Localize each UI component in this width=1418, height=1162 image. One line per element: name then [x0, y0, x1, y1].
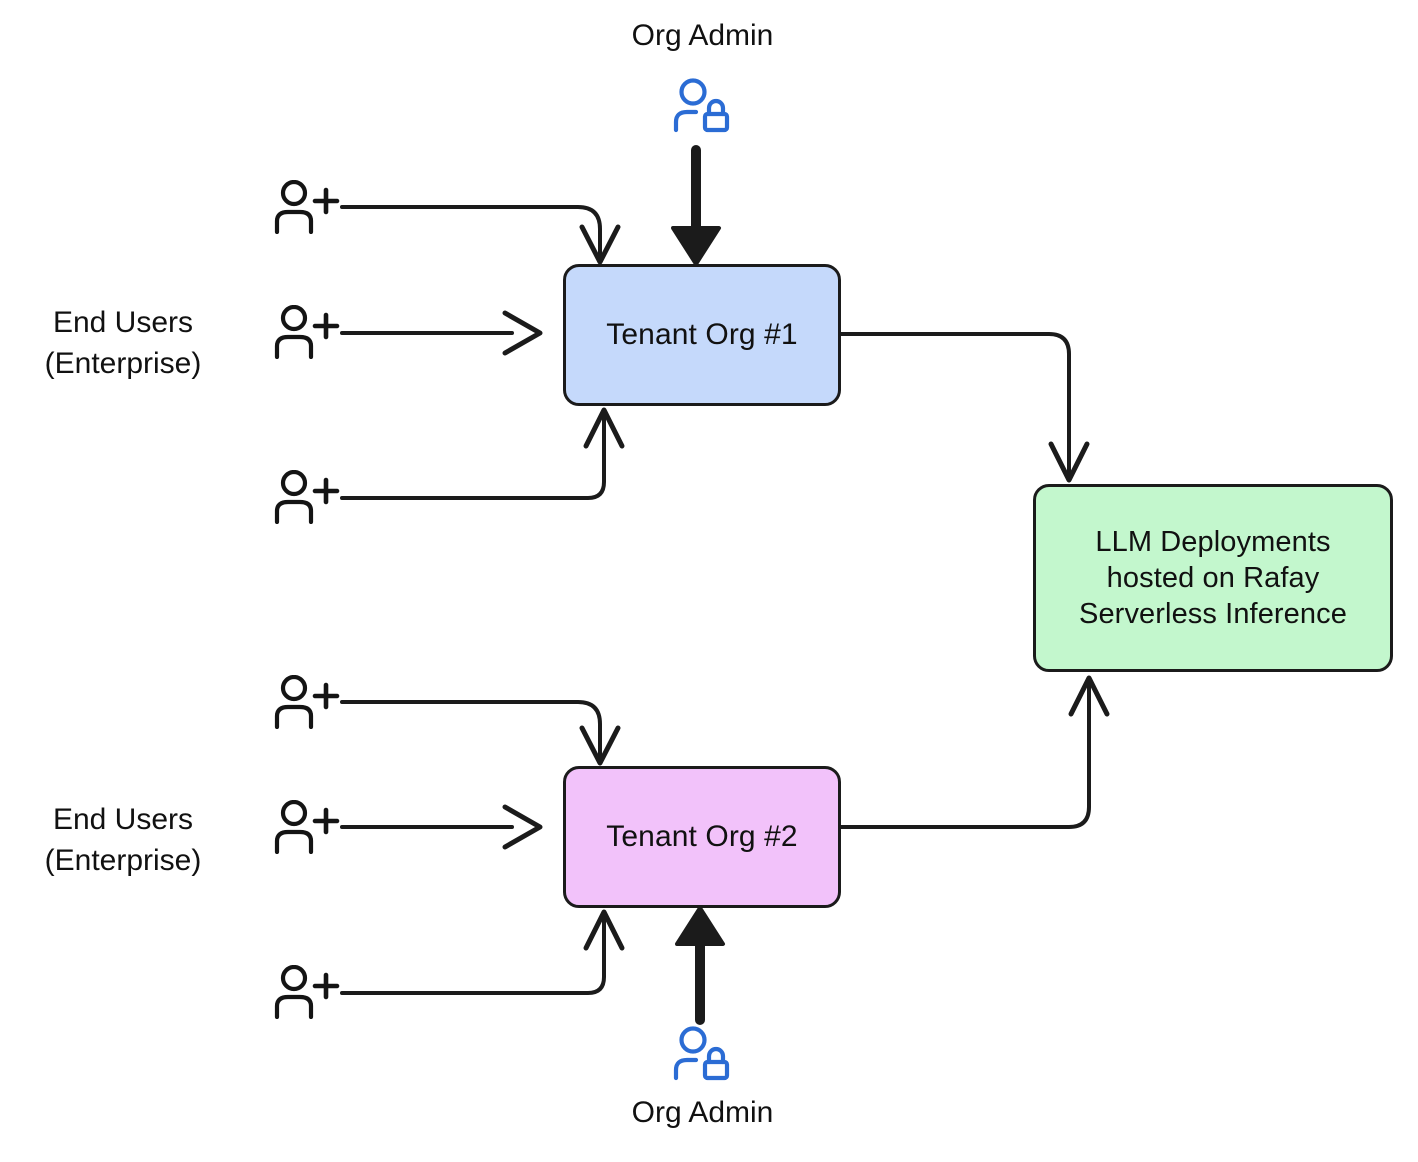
person-add-icon: [274, 470, 340, 524]
edge-tenant1-to-llmbox: [839, 332, 1090, 483]
edge-tenant2-to-llmbox: [839, 675, 1110, 829]
org-admin-bottom-label: Org Admin: [631, 1096, 774, 1129]
person-add-icon: [274, 675, 340, 729]
end-users-bottom-label: End Users (Enterprise): [44, 803, 202, 877]
node-llm-deployments-label: LLM Deployments hosted on Rafay Serverle…: [1079, 525, 1347, 631]
node-tenant-org-2-label: Tenant Org #2: [606, 820, 798, 854]
edge-enduser5-to-tenant2: [340, 804, 543, 850]
edge-enduser6-to-tenant2: [340, 909, 625, 995]
edge-orgadmin-to-tenant2: [675, 906, 725, 1025]
user-lock-icon: [673, 1026, 730, 1081]
node-tenant-org-1-label: Tenant Org #1: [606, 318, 798, 352]
node-tenant-org-2[interactable]: Tenant Org #2: [563, 766, 841, 908]
edge-enduser4-to-tenant2: [340, 700, 621, 766]
org-admin-top-label: Org Admin: [631, 19, 774, 52]
person-add-icon: [274, 800, 340, 854]
person-add-icon: [274, 180, 340, 234]
edge-enduser2-to-tenant1: [340, 310, 543, 356]
edge-orgadmin-to-tenant1: [671, 145, 721, 266]
edge-enduser1-to-tenant1: [340, 205, 621, 265]
node-tenant-org-1[interactable]: Tenant Org #1: [563, 264, 841, 406]
person-add-icon: [274, 965, 340, 1019]
node-llm-deployments[interactable]: LLM Deployments hosted on Rafay Serverle…: [1033, 484, 1393, 672]
edge-enduser3-to-tenant1: [340, 407, 625, 500]
person-add-icon: [274, 305, 340, 359]
end-users-top-label: End Users (Enterprise): [44, 306, 202, 380]
user-lock-icon: [673, 78, 730, 133]
